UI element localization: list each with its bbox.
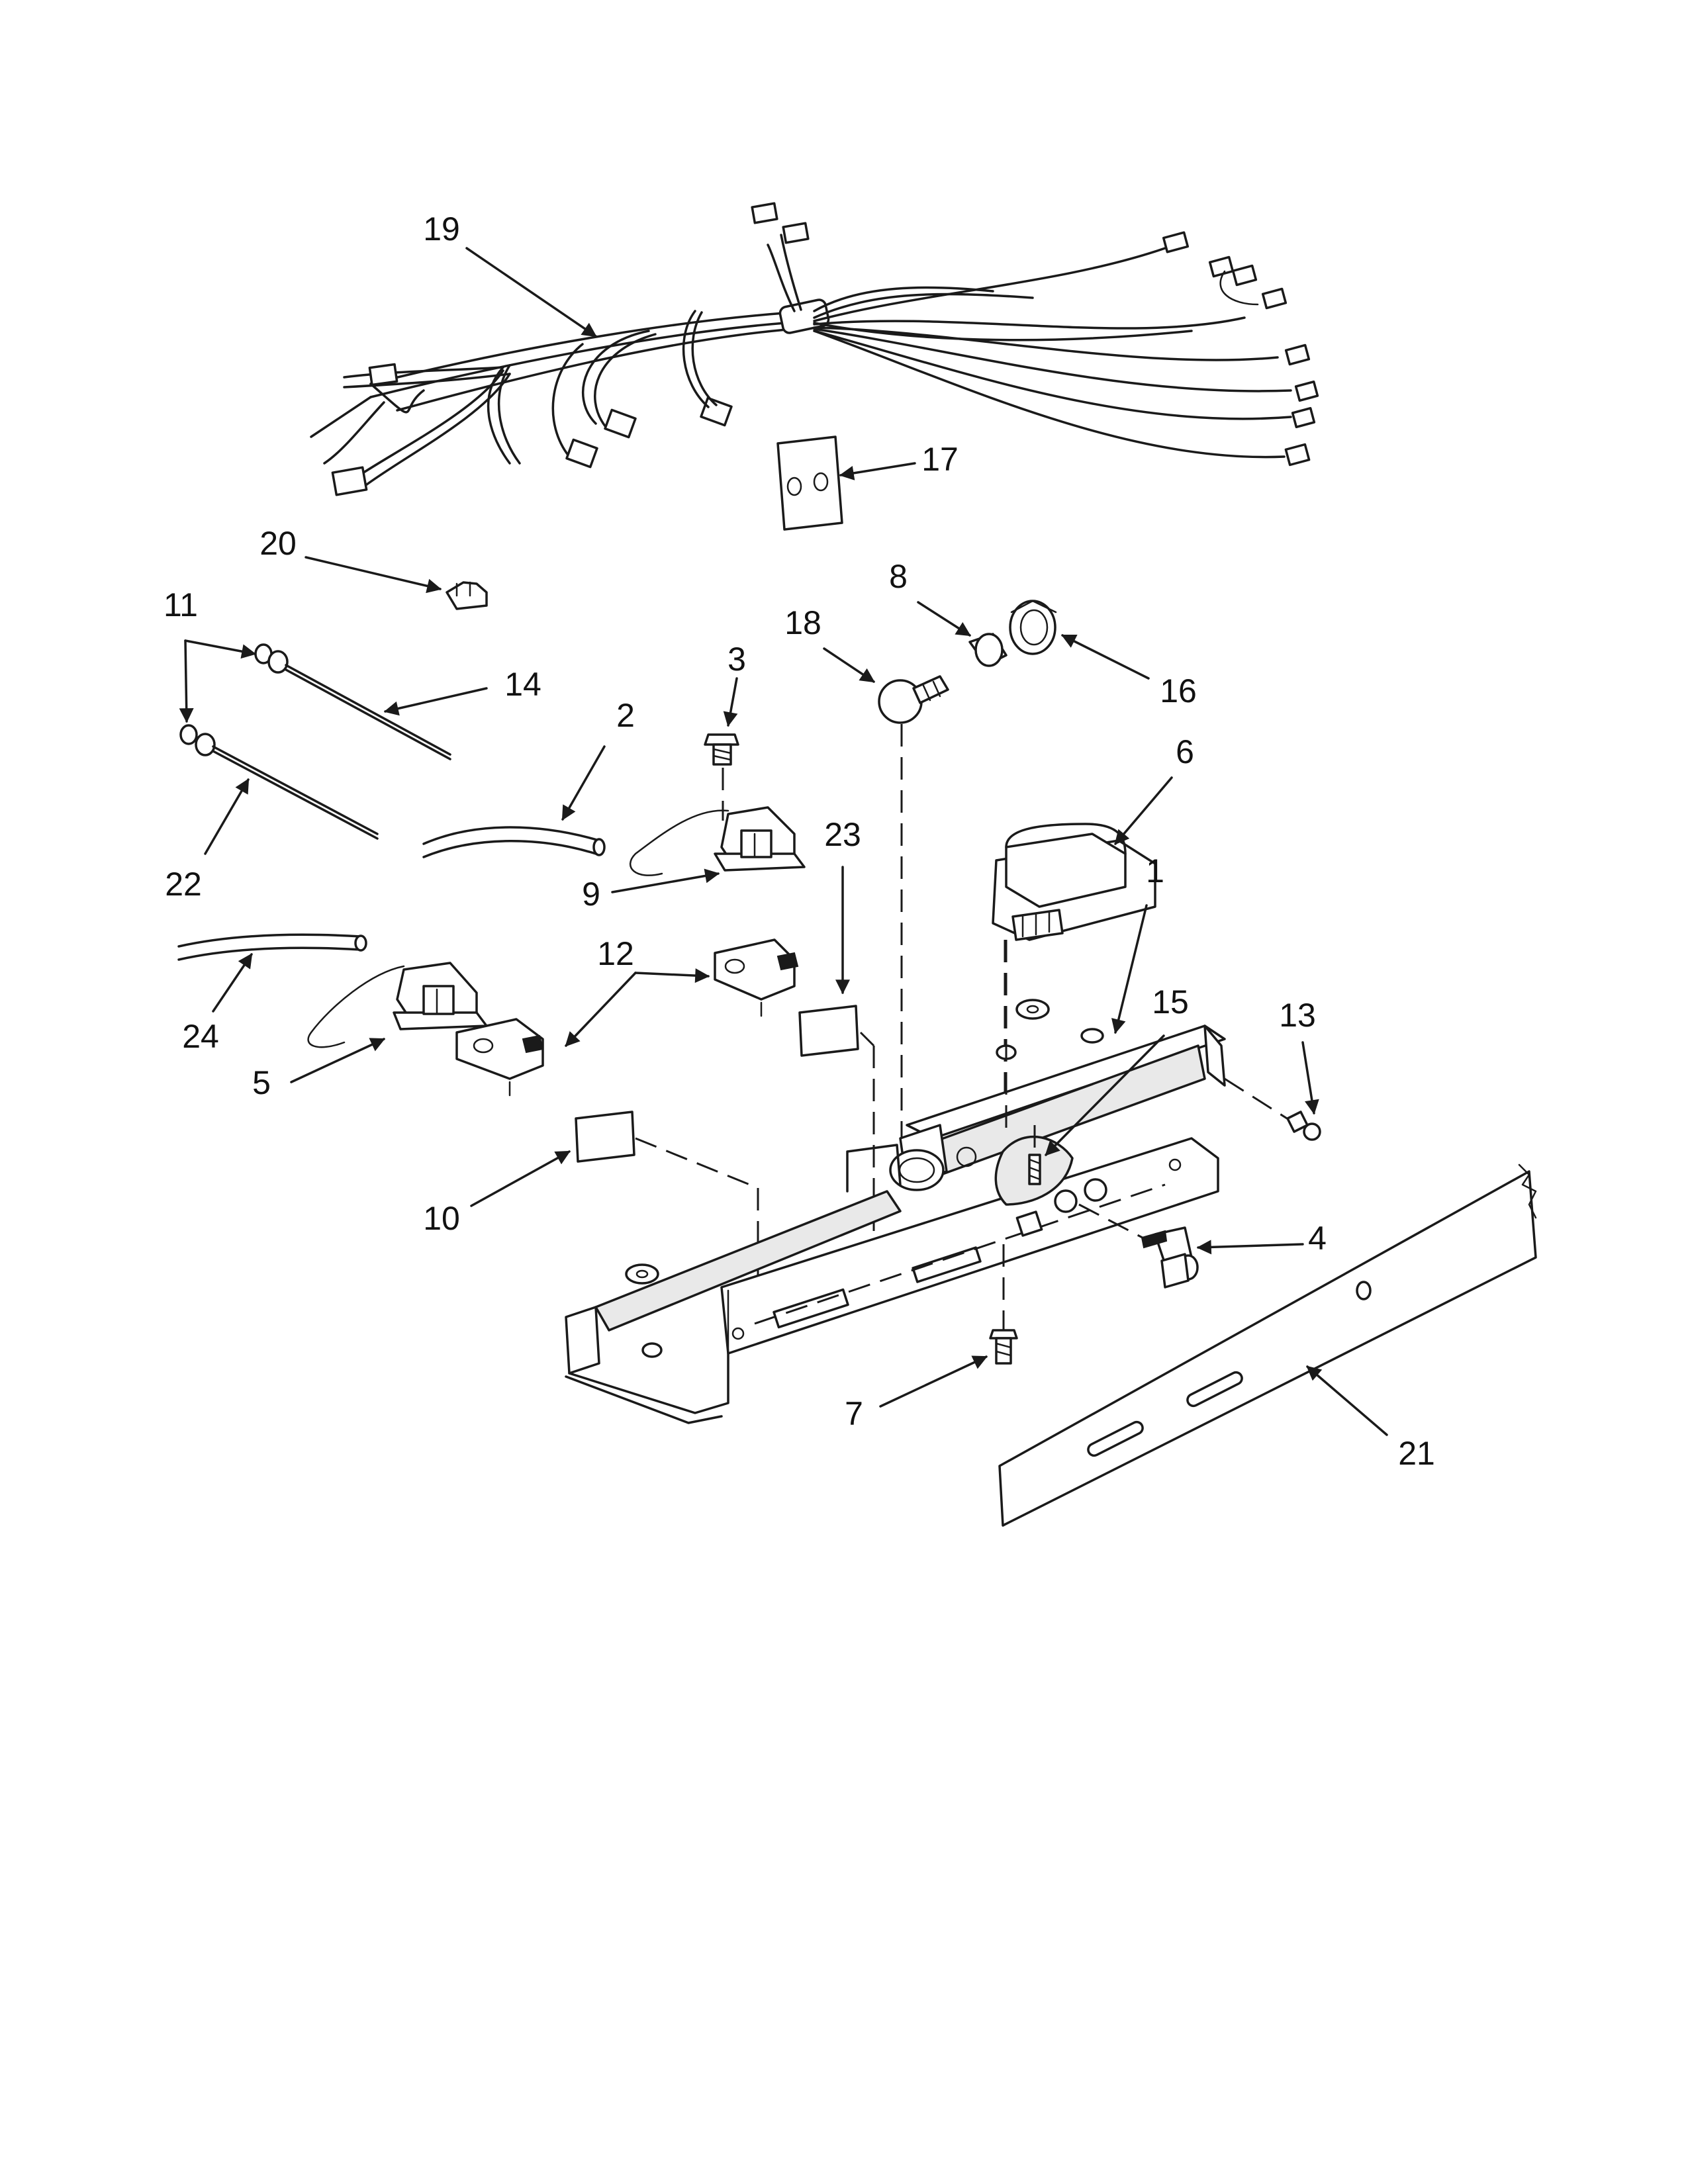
callout-2: 2 (616, 697, 635, 734)
callout-21: 21 (1398, 1435, 1435, 1472)
front-panel-21 (998, 1163, 1537, 1527)
screw-3 (704, 733, 739, 821)
callout-17: 17 (921, 441, 959, 478)
switch-brackets (455, 938, 799, 1097)
control-housing (565, 940, 1226, 1424)
hoses (177, 826, 606, 961)
switch-9 (630, 806, 806, 876)
callout-8: 8 (889, 558, 908, 595)
callout-labels: 19 17 20 11 14 3 2 22 9 23 12 24 5 10 18… (164, 210, 1435, 1472)
callout-15: 15 (1152, 983, 1189, 1021)
callout-13: 13 (1279, 997, 1316, 1034)
callout-19: 19 (423, 210, 460, 248)
screw-13 (1224, 1077, 1321, 1141)
callout-16: 16 (1160, 672, 1197, 709)
callout-4: 4 (1308, 1220, 1327, 1257)
callout-23: 23 (824, 816, 861, 853)
leader-lines (179, 247, 1388, 1436)
callout-22: 22 (165, 866, 202, 903)
callout-18: 18 (784, 604, 821, 641)
wire-harness (310, 202, 1319, 496)
capillary-tubes (179, 643, 451, 840)
part-4 (1078, 1203, 1199, 1289)
callout-20: 20 (259, 525, 297, 562)
screw-7 (989, 1244, 1018, 1365)
callout-5: 5 (252, 1064, 271, 1101)
lamp-assembly (878, 600, 1057, 1165)
callout-9: 9 (582, 876, 600, 913)
callout-3: 3 (727, 641, 746, 678)
callout-1: 1 (1146, 852, 1164, 889)
callout-24: 24 (182, 1018, 219, 1055)
callout-12: 12 (597, 935, 634, 972)
callout-7: 7 (845, 1395, 863, 1432)
callout-6: 6 (1176, 733, 1194, 770)
callout-14: 14 (504, 666, 541, 703)
grommet-plate (776, 435, 843, 531)
callout-11: 11 (164, 586, 198, 623)
wire-clip (445, 581, 488, 610)
callout-10: 10 (423, 1200, 460, 1237)
